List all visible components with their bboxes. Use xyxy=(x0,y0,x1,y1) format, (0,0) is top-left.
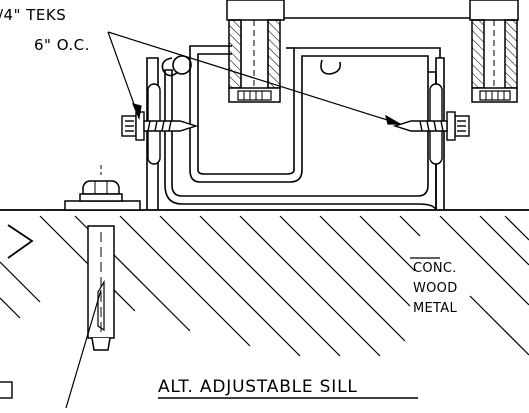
substrate-label-conc: CONC. xyxy=(413,261,457,276)
substrate-label-metal: METAL xyxy=(413,301,457,316)
break-symbol xyxy=(7,224,34,259)
fastener-label-line1: /4" TEKS xyxy=(0,6,66,24)
tek-screw-right xyxy=(392,83,470,165)
tek-screw-left xyxy=(121,83,199,165)
top-bolt-left xyxy=(226,0,285,103)
anchor-washer xyxy=(79,193,123,202)
inner-receptor-channel xyxy=(161,45,441,183)
outer-sill-channel xyxy=(146,57,445,211)
partial-box xyxy=(0,381,13,399)
substrate-label-wood: WOOD xyxy=(413,281,458,296)
top-bolt-right xyxy=(469,0,519,103)
fastener-leaders xyxy=(107,31,403,125)
anchor-assembly xyxy=(64,165,141,409)
fastener-label-line2: 6" O.C. xyxy=(34,36,90,54)
substrate-slab xyxy=(0,209,529,357)
anchor-leader xyxy=(65,289,102,409)
anchor-head xyxy=(82,180,120,195)
base-plate xyxy=(64,200,141,211)
detail-title: ALT. ADJUSTABLE SILL xyxy=(158,377,358,397)
